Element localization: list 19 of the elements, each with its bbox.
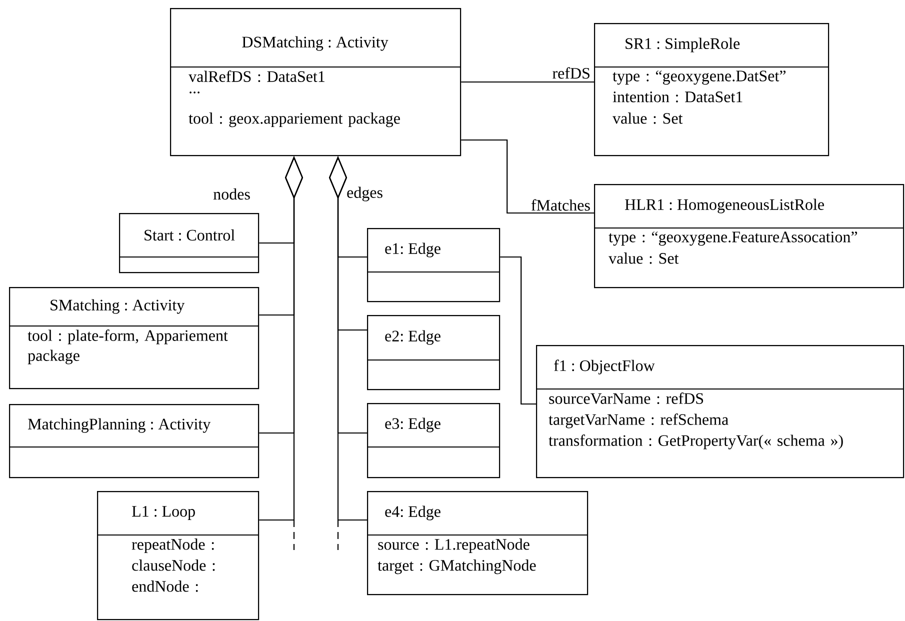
connector	[500, 256, 536, 405]
object-box: e2: Edge	[367, 315, 500, 390]
object-box: Start : Control	[119, 213, 260, 274]
edge-label: fMatches	[530, 198, 592, 212]
edge-label: edges	[346, 186, 384, 202]
object-box: f1 : ObjectFlow sourceVarName : refDS targetVarName : refSchema transformation : GetPropertyVar(« schema »)	[536, 345, 904, 478]
object-box: e3: Edge	[367, 403, 500, 478]
connector	[461, 81, 594, 83]
object-box: e4: Edge source : L1.repeatNode target : GMatchingNode	[367, 491, 588, 596]
edge-label: nodes	[212, 187, 252, 201]
object-box: SR1 : SimpleRole type : “geoxygene.DatSet” intention : DataSet1 value : Set	[594, 23, 830, 156]
edge-label: refDS	[551, 66, 592, 80]
object-box: DSMatching : Activity valRefDS : DataSet1 ... tool : geox.appariement package	[170, 8, 462, 156]
connector	[461, 139, 594, 214]
object-box: L1 : Loop repeatNode : clauseNode : endNode :	[97, 491, 260, 620]
object-box: MatchingPlanning : Activity	[9, 404, 260, 478]
object-box: e1: Edge	[367, 228, 500, 302]
object-box: HLR1 : HomogeneousListRole type : “geoxygene.FeatureAssocation” value : Set	[594, 184, 904, 288]
object-box: SMatching : Activity tool : plate-form, Appariement package	[9, 287, 260, 390]
